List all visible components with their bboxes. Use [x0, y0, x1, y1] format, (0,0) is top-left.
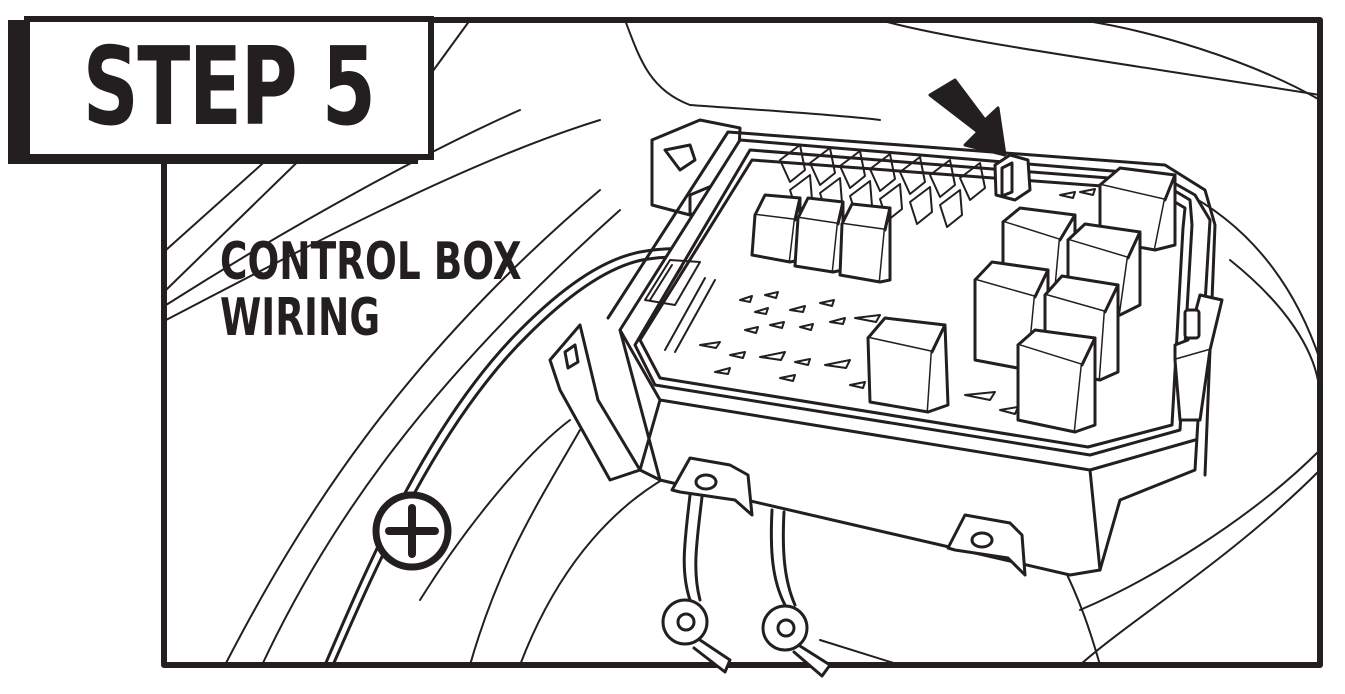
- fuse-panel-lower: [644, 188, 1096, 415]
- step-label-box: STEP 5: [24, 16, 434, 160]
- relay-cluster-right: [973, 166, 1177, 434]
- caption: CONTROL BOX WIRING: [220, 234, 522, 346]
- fusible-link: [993, 153, 1032, 202]
- arrow-icon: [928, 78, 1007, 157]
- vehicle-body-contours: [165, 19, 1321, 666]
- housing-latch: [1173, 293, 1224, 422]
- positive-marker-icon: [372, 491, 452, 571]
- caption-line-1: CONTROL BOX: [220, 232, 522, 292]
- ground-cables: [661, 493, 832, 678]
- caption-line-2: WIRING: [220, 288, 381, 348]
- relay-bank-top: [750, 193, 892, 284]
- step-title: STEP 5: [83, 25, 376, 150]
- relay-center: [866, 316, 950, 414]
- mounting-tabs: [670, 456, 1027, 577]
- panel-frame: [161, 17, 1323, 668]
